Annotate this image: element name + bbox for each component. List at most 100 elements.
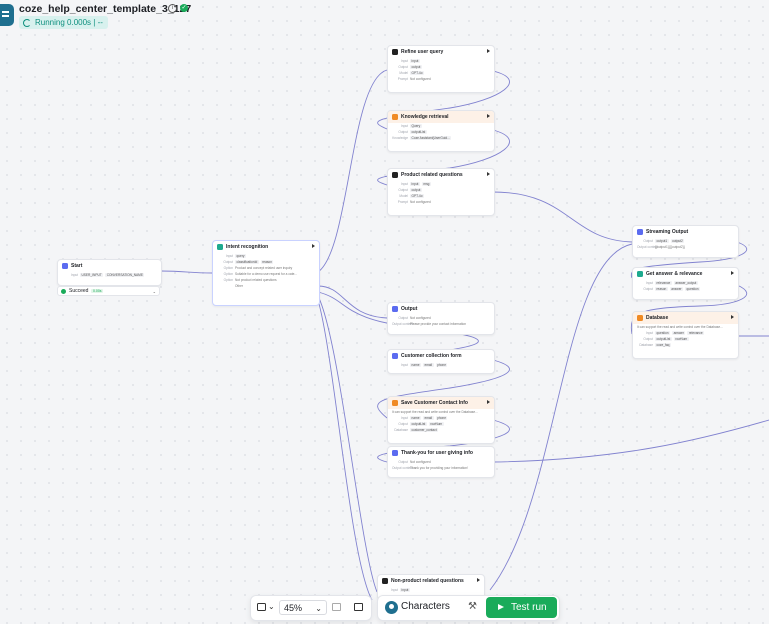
test-run-button[interactable]: Test run — [486, 597, 557, 618]
param-chip: outputList — [410, 130, 427, 134]
result-label: Succeed — [69, 288, 89, 294]
layout-icon[interactable] — [354, 603, 363, 611]
workflow-header: coze_help_center_template_3_127 i ✓ Runn… — [0, 0, 260, 34]
field-label: Input — [390, 588, 398, 592]
node-thank-you[interactable]: Thank-you for user giving info Output No… — [387, 446, 495, 478]
run-node-icon[interactable] — [487, 172, 490, 176]
field-label: Output — [398, 188, 408, 192]
intent-option: Product and concept related user inquiry — [235, 266, 293, 270]
chevron-down-icon[interactable]: ⌄ — [152, 289, 156, 294]
run-node-icon[interactable] — [731, 271, 734, 275]
run-node-icon[interactable] — [312, 244, 315, 248]
field-label: Model — [399, 71, 408, 75]
test-run-label: Test run — [511, 602, 547, 613]
app-logo-icon — [0, 4, 14, 26]
field-label: Output — [398, 422, 408, 426]
running-status-badge: Running 0.000s | -- — [19, 16, 108, 29]
node-title: Database — [646, 315, 669, 321]
node-output[interactable]: Output Output Not configured Output cont… — [387, 302, 495, 335]
param-chip: Query — [410, 124, 422, 128]
run-bar: Characters ⚒ Test run — [377, 595, 560, 621]
param-chip: question — [655, 331, 671, 335]
field-label: Output — [643, 287, 653, 291]
param-chip: msg — [421, 182, 431, 186]
run-node-icon[interactable] — [477, 578, 480, 582]
node-title: Get answer & relevance — [646, 271, 703, 277]
output-content: Please provide your contact information — [410, 322, 466, 326]
field-label: Prompt — [397, 200, 408, 204]
field-label: Input — [400, 363, 408, 367]
chevron-down-icon[interactable]: ⌄ — [268, 602, 275, 611]
database-chip: coze_faq — [655, 343, 671, 347]
success-icon — [61, 288, 66, 294]
output-node-icon — [392, 306, 398, 312]
chevron-down-icon[interactable]: ⌄ — [315, 604, 322, 613]
zoom-select[interactable]: 45% ⌄ — [279, 600, 327, 615]
param-chip: name — [410, 363, 421, 367]
node-streaming-output[interactable]: Streaming Output Output output1 output2 … — [632, 225, 739, 258]
output-value: Not configured — [410, 460, 431, 464]
form-node-icon — [392, 353, 398, 359]
field-label: Input — [70, 273, 78, 277]
field-label: Knowledge — [392, 136, 408, 140]
param-chip: output — [410, 65, 422, 69]
intent-option: Not product related questions — [235, 278, 277, 282]
start-result-bar[interactable]: Succeed 0.00s ⌄ — [57, 286, 160, 296]
param-chip: output — [410, 188, 422, 192]
param-chip: input — [400, 588, 410, 592]
image-export-icon[interactable] — [332, 603, 341, 611]
field-label: Output content — [392, 322, 413, 326]
param-chip: reason — [655, 287, 668, 291]
output-value: Not configured — [410, 316, 431, 320]
info-icon[interactable]: i — [168, 4, 177, 13]
param-chip: relevance — [655, 281, 672, 285]
database-node-icon — [392, 400, 398, 406]
run-node-icon[interactable] — [487, 400, 490, 404]
node-title: Start — [71, 263, 83, 269]
node-title: Thank-you for user giving info — [401, 450, 473, 456]
minimap-icon[interactable] — [257, 603, 266, 611]
intent-option: Suitable for a demo use request for a ca… — [235, 272, 298, 276]
node-save-customer-contact[interactable]: Save Customer Contact Info It can suppor… — [387, 396, 495, 444]
param-chip: answer_output — [673, 281, 698, 285]
characters-button[interactable]: Characters — [401, 601, 450, 612]
param-chip: input — [410, 59, 420, 63]
node-title: Intent recognition — [226, 244, 269, 250]
field-label: Output — [398, 65, 408, 69]
characters-avatar-icon[interactable] — [385, 601, 398, 614]
database-node-icon — [637, 315, 643, 321]
intent-option: Other — [235, 284, 243, 288]
output-node-icon — [637, 229, 643, 235]
node-database[interactable]: Database It can support the read and wri… — [632, 311, 739, 359]
wrench-icon[interactable]: ⚒ — [468, 601, 477, 612]
param-chip: email — [422, 416, 434, 420]
param-chip: output2 — [670, 239, 685, 243]
field-label: Option — [223, 272, 233, 276]
run-node-icon[interactable] — [731, 315, 734, 319]
prompt-note: Not configured — [410, 200, 431, 204]
node-intent-recognition[interactable]: Intent recognition Input query Output cl… — [212, 240, 320, 306]
param-chip: input — [410, 182, 420, 186]
model-chip: GPT-4o — [410, 71, 424, 75]
node-title: Save Customer Contact Info — [401, 400, 468, 406]
node-start[interactable]: Start Input USER_INPUT CONVERSATION_NAME — [57, 259, 162, 286]
param-chip: phone — [435, 363, 448, 367]
field-label: Output content — [392, 466, 413, 470]
param-chip: outputList — [410, 422, 427, 426]
run-node-icon[interactable] — [487, 49, 490, 53]
node-product-related-questions[interactable]: Product related questions Input input ms… — [387, 168, 495, 216]
run-node-icon[interactable] — [487, 114, 490, 118]
database-chip: customer_contact — [410, 428, 439, 432]
param-chip: outputList — [655, 337, 672, 341]
node-description: It can support the read and write contro… — [637, 325, 723, 329]
output-content: Thank you for providing your information… — [410, 466, 468, 470]
field-label: Input — [400, 416, 408, 420]
node-customer-collection-form[interactable]: Customer collection form Input name emai… — [387, 349, 495, 374]
node-get-answer-relevance[interactable]: Get answer & relevance Input relevance a… — [632, 267, 739, 300]
param-chip: name — [410, 416, 421, 420]
node-knowledge-retrieval[interactable]: Knowledge retrieval Input Query Output o… — [387, 110, 495, 152]
llm-node-icon — [392, 172, 398, 178]
field-label: Output — [398, 316, 408, 320]
param-chip: USER_INPUT — [80, 273, 104, 277]
node-refine-user-query[interactable]: Refine user query Input input Output out… — [387, 45, 495, 93]
